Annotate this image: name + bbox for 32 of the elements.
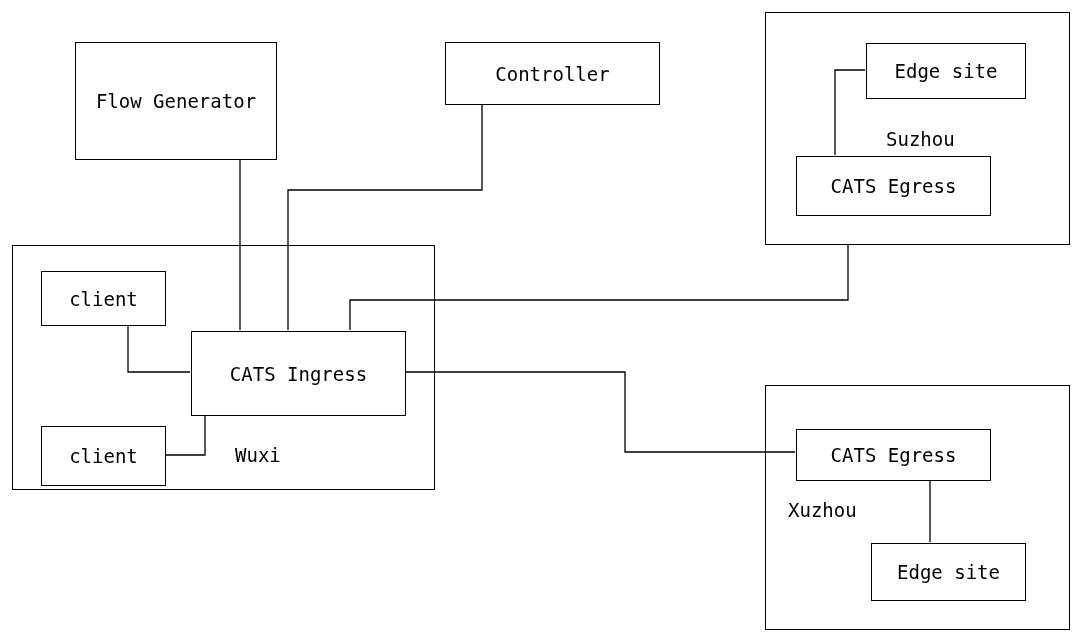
- process-box: [796, 429, 991, 481]
- site-label: Xuzhou: [788, 498, 857, 522]
- connector-line: [929, 479, 931, 543]
- process-box: [445, 42, 660, 105]
- box-label: CATS Egress: [830, 174, 957, 199]
- connector-line: [404, 371, 796, 453]
- connector-line: [127, 324, 191, 373]
- box-label: client: [69, 286, 138, 312]
- box-label: client: [69, 444, 138, 469]
- process-box: [75, 42, 277, 160]
- box-label: Edge site: [894, 59, 998, 84]
- connector-line: [164, 414, 206, 456]
- box-label: CATS Ingress: [229, 361, 368, 387]
- connector-line: [349, 244, 849, 331]
- process-box: [191, 331, 406, 416]
- site-label: Suzhou: [886, 127, 955, 151]
- box-label: Controller: [495, 61, 610, 87]
- process-box: [796, 156, 991, 216]
- connector-line: [287, 104, 483, 331]
- process-box: [41, 271, 166, 326]
- site-box: [12, 245, 435, 490]
- box-label: CATS Egress: [830, 443, 957, 468]
- connector-line: [239, 159, 241, 331]
- box-label: Flow Generator: [95, 89, 257, 114]
- box-label: Edge site: [897, 560, 1000, 585]
- process-box: [871, 543, 1026, 601]
- connector-line: [834, 69, 866, 156]
- site-box: [765, 12, 1070, 245]
- site-label: Wuxi: [235, 443, 281, 467]
- site-box: [765, 385, 1070, 630]
- process-box: [866, 43, 1026, 99]
- process-box: [41, 426, 166, 486]
